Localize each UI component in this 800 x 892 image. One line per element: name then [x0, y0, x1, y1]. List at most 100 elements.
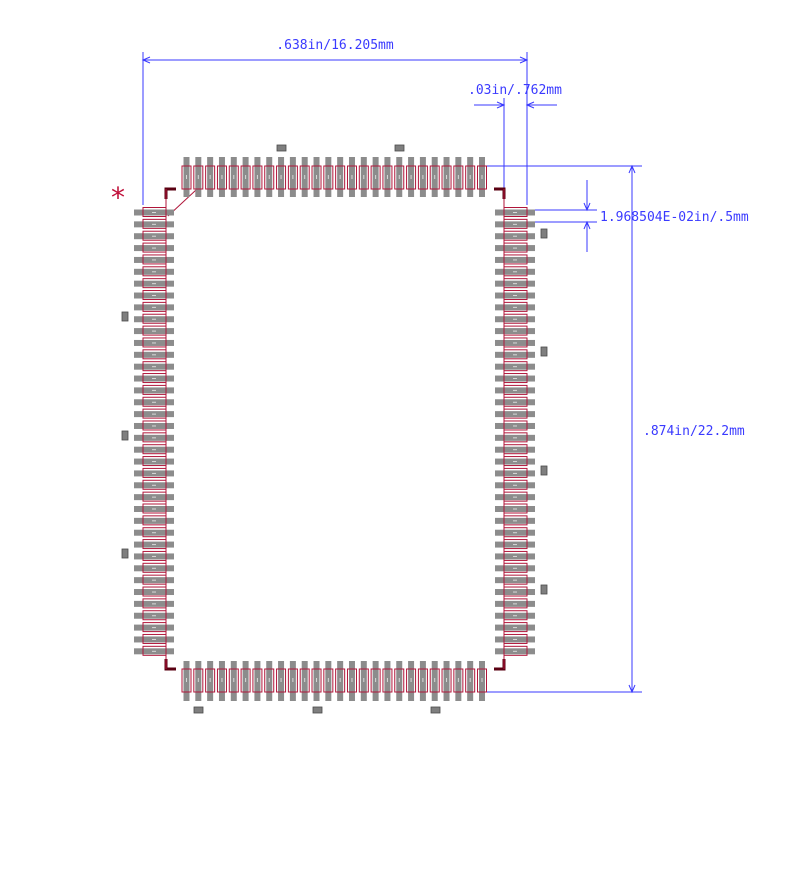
top-pad-5: [228, 165, 239, 190]
top-pad-26: [477, 165, 487, 190]
bottom-pad-label-box-19: [394, 668, 405, 693]
fiducial-6: [121, 311, 129, 322]
fiducial-1: [276, 144, 287, 152]
fiducial-9: [540, 228, 548, 239]
left-pad-29: [142, 539, 167, 550]
left-pad-17: [142, 396, 167, 407]
bottom-pad-label-box-17: [370, 668, 381, 693]
fiducial-11: [540, 465, 548, 476]
top-pad-6: [240, 165, 251, 190]
left-pad-15: [142, 373, 167, 384]
top-pad-12: [311, 165, 322, 190]
right-pad-20: [503, 432, 528, 443]
bottom-pad-label-box-15: [346, 668, 357, 693]
width-dimension-label: .638in/16.205mm: [276, 38, 394, 53]
right-pad-19: [503, 420, 528, 431]
left-pad-26: [142, 503, 167, 514]
bottom-pad-label-box-23: [441, 668, 452, 693]
left-pad-19: [142, 420, 167, 431]
bottom-pad-label-box-10: [287, 668, 298, 693]
right-pad-37: [503, 633, 528, 644]
right-pad-15: [503, 373, 528, 384]
fiducial-3: [193, 706, 204, 714]
top-pad-2: [193, 165, 204, 190]
left-pad-5: [142, 254, 167, 265]
fiducial-10: [540, 346, 548, 357]
left-pad-6: [142, 266, 167, 277]
left-pad-10: [142, 313, 167, 324]
left-pad-33: [142, 586, 167, 597]
right-pad-21: [503, 444, 528, 455]
left-pad-11: [142, 325, 167, 336]
left-pad-36: [142, 622, 167, 633]
right-pad-27: [503, 515, 528, 526]
bottom-pad-label-box-4: [216, 668, 227, 693]
body-corner-2: [494, 187, 506, 199]
left-pad-34: [142, 598, 167, 609]
bottom-pad-label-box-5: [228, 668, 239, 693]
left-pad-35: [142, 610, 167, 621]
bottom-pad-label-box-20: [406, 668, 417, 693]
bottom-pad-label-box-18: [382, 668, 393, 693]
bottom-pad-label-box-1: [181, 668, 192, 693]
top-pad-18: [382, 165, 393, 190]
left-pad-25: [142, 491, 167, 502]
bottom-pad-label-box-25: [465, 668, 476, 693]
right-pad-23: [503, 467, 528, 478]
top-pad-11: [299, 165, 310, 190]
right-pad-5: [503, 254, 528, 265]
left-pad-2: [142, 218, 167, 229]
right-pad-11: [503, 325, 528, 336]
right-pad-34: [503, 598, 528, 609]
left-pad-27: [142, 515, 167, 526]
fiducial-12: [540, 584, 548, 595]
right-pad-30: [503, 550, 528, 561]
top-pad-4: [216, 165, 227, 190]
right-pad-25: [503, 491, 528, 502]
bottom-pad-label-box-14: [335, 668, 346, 693]
right-pad-16: [503, 384, 528, 395]
top-pad-1: [181, 165, 192, 190]
top-pad-15: [346, 165, 357, 190]
top-pad-13: [323, 165, 334, 190]
top-pad-22: [429, 165, 440, 190]
bottom-pad-label-box-26: [477, 668, 487, 693]
left-pad-4: [142, 242, 167, 253]
package-body-outline: [164, 187, 506, 671]
left-pad-1: [142, 207, 167, 217]
right-pad-17: [503, 396, 528, 407]
right-pad-3: [503, 230, 528, 241]
top-pad-24: [453, 165, 464, 190]
top-pad-17: [370, 165, 381, 190]
left-pad-16: [142, 384, 167, 395]
pitch-dimension-label: 1.968504E-02in/.5mm: [600, 210, 749, 225]
bottom-pad-label-box-22: [429, 668, 440, 693]
top-pad-9: [276, 165, 287, 190]
body-corner-3: [164, 659, 176, 671]
left-pad-38: [142, 645, 167, 656]
top-pad-25: [465, 165, 476, 190]
bottom-pad-row: [181, 661, 487, 701]
fiducial-5: [430, 706, 441, 714]
left-pad-30: [142, 550, 167, 561]
body-corner-4: [494, 659, 506, 671]
right-pad-32: [503, 574, 528, 585]
left-pad-3: [142, 230, 167, 241]
left-pad-20: [142, 432, 167, 443]
right-pad-33: [503, 586, 528, 597]
right-pad-7: [503, 278, 528, 289]
left-pad-31: [142, 562, 167, 573]
left-pad-9: [142, 301, 167, 312]
top-pad-row: [181, 157, 487, 197]
pad-width-dimension-label: .03in/.762mm: [468, 83, 562, 98]
top-pad-14: [335, 165, 346, 190]
top-pad-21: [417, 165, 428, 190]
bottom-pad-label-box-21: [417, 668, 428, 693]
top-pad-3: [205, 165, 216, 190]
left-pad-23: [142, 467, 167, 478]
bottom-pad-label-box-11: [299, 668, 310, 693]
left-pad-37: [142, 633, 167, 644]
right-pad-10: [503, 313, 528, 324]
right-pad-4: [503, 242, 528, 253]
right-pad-29: [503, 539, 528, 550]
